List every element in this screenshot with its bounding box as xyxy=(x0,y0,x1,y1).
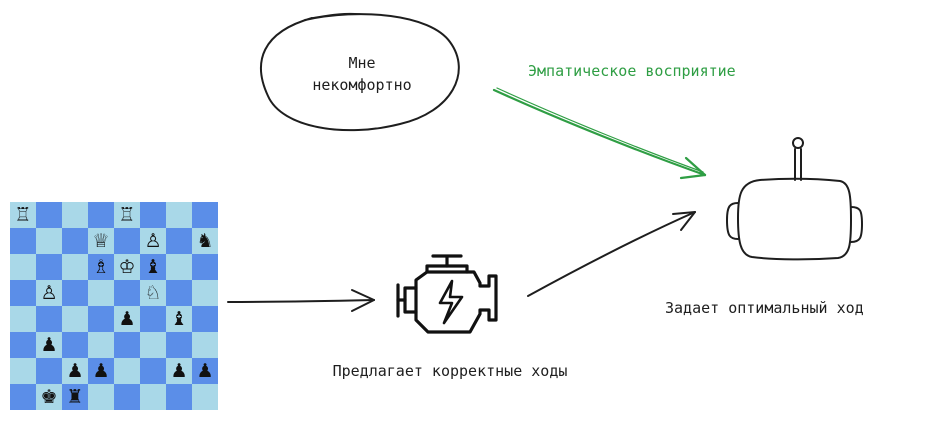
chess-square xyxy=(10,254,36,280)
chess-square xyxy=(192,202,218,228)
chess-square xyxy=(36,202,62,228)
robot-icon xyxy=(725,137,864,261)
engine-caption: Предлагает корректные ходы xyxy=(332,362,568,380)
chess-square xyxy=(166,384,192,410)
chess-square xyxy=(36,228,62,254)
chess-square xyxy=(62,280,88,306)
chess-square xyxy=(192,280,218,306)
bubble-text: Мне некомфортно xyxy=(312,54,412,94)
chess-square xyxy=(10,332,36,358)
chess-square xyxy=(62,228,88,254)
engine-lightning-icon xyxy=(396,254,498,334)
thought-bubble xyxy=(260,12,460,132)
chessboard: ♖♖♕♙♞♗♔♝♙♘♟♝♟♟♟♟♟♚♜ xyxy=(10,202,218,410)
chess-square xyxy=(62,254,88,280)
chess-square xyxy=(114,358,140,384)
chess-piece-square: ♞ xyxy=(192,228,218,254)
chess-square xyxy=(10,384,36,410)
chess-piece-square: ♟ xyxy=(192,358,218,384)
empathy-arrow xyxy=(492,87,707,180)
chess-square xyxy=(62,202,88,228)
empathy-arrow-label: Эмпатическое восприятие xyxy=(528,62,736,80)
chess-square xyxy=(192,306,218,332)
chess-square xyxy=(114,332,140,358)
chess-piece-square: ♟ xyxy=(166,358,192,384)
chess-square xyxy=(88,384,114,410)
chess-piece-square: ♝ xyxy=(140,254,166,280)
chess-piece-square: ♔ xyxy=(114,254,140,280)
chess-piece-square: ♜ xyxy=(62,384,88,410)
chess-square xyxy=(10,228,36,254)
chess-square xyxy=(166,228,192,254)
chess-square xyxy=(192,254,218,280)
chess-square xyxy=(114,280,140,306)
chess-square xyxy=(166,332,192,358)
board-to-engine-arrow xyxy=(227,289,375,312)
chess-square xyxy=(166,280,192,306)
chess-piece-square: ♘ xyxy=(140,280,166,306)
chess-square xyxy=(88,280,114,306)
chess-square xyxy=(88,306,114,332)
chess-square xyxy=(140,306,166,332)
chess-piece-square: ♙ xyxy=(36,280,62,306)
chess-square xyxy=(140,332,166,358)
chess-piece-square: ♟ xyxy=(36,332,62,358)
engine-to-robot-arrow xyxy=(527,211,696,297)
chess-square xyxy=(140,202,166,228)
chess-square xyxy=(88,202,114,228)
chess-square xyxy=(192,384,218,410)
chess-piece-square: ♟ xyxy=(62,358,88,384)
chess-piece-square: ♖ xyxy=(10,202,36,228)
chess-piece-square: ♗ xyxy=(88,254,114,280)
chess-piece-square: ♚ xyxy=(36,384,62,410)
chess-piece-square: ♟ xyxy=(114,306,140,332)
chess-square xyxy=(114,384,140,410)
chess-square xyxy=(10,306,36,332)
chess-square xyxy=(114,228,140,254)
chess-square xyxy=(166,254,192,280)
chess-square xyxy=(62,332,88,358)
chess-piece-square: ♝ xyxy=(166,306,192,332)
chess-square xyxy=(88,332,114,358)
chess-piece-square: ♙ xyxy=(140,228,166,254)
chess-piece-square: ♖ xyxy=(114,202,140,228)
chess-piece-square: ♕ xyxy=(88,228,114,254)
chess-square xyxy=(10,358,36,384)
chess-square xyxy=(192,332,218,358)
chess-square xyxy=(36,358,62,384)
chess-square xyxy=(62,306,88,332)
chess-square xyxy=(166,202,192,228)
chess-square xyxy=(140,384,166,410)
chess-square xyxy=(140,358,166,384)
chess-square xyxy=(36,254,62,280)
chess-square xyxy=(36,306,62,332)
chess-square xyxy=(10,280,36,306)
chess-piece-square: ♟ xyxy=(88,358,114,384)
robot-caption: Задает оптимальный ход xyxy=(665,299,864,317)
